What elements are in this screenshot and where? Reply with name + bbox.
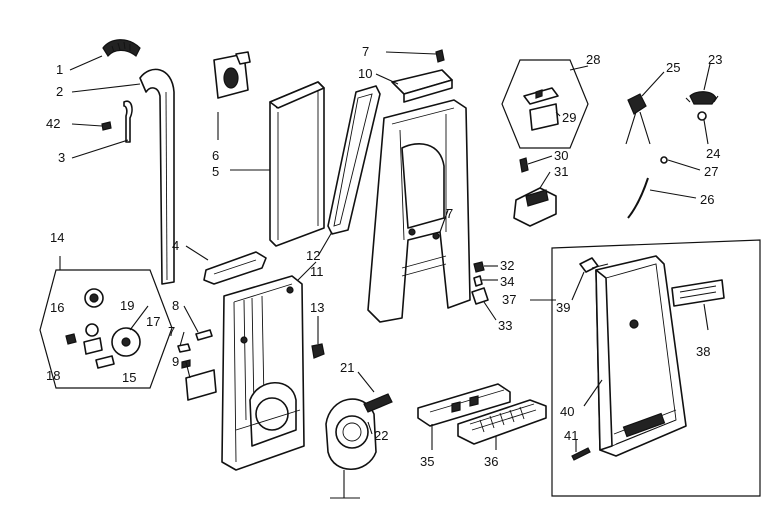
callout-38: 38 (696, 344, 710, 359)
callout-36: 36 (484, 454, 498, 469)
callout-labels: 1 2 42 3 6 5 4 14 16 19 17 18 15 8 7 9 1… (46, 44, 722, 469)
callout-32: 32 (500, 258, 514, 273)
callout-28: 28 (586, 52, 600, 67)
callout-2: 2 (56, 84, 63, 99)
part-23-24-lamp (685, 91, 719, 121)
part-41-strip (571, 447, 591, 461)
leader-lines (59, 51, 711, 452)
callout-24: 24 (706, 146, 720, 161)
callout-21: 21 (340, 360, 354, 375)
callout-41: 41 (564, 428, 578, 443)
part-25-switch (625, 93, 651, 145)
callout-1: 1 (56, 62, 63, 77)
callout-26: 26 (700, 192, 714, 207)
callout-3: 3 (58, 150, 65, 165)
part-32-33-34 (471, 261, 489, 305)
callout-18: 18 (46, 368, 60, 383)
callout-6: 6 (212, 148, 219, 163)
callout-37: 37 (502, 292, 516, 307)
callout-39: 39 (556, 300, 570, 315)
part-40-front-cover (595, 255, 687, 457)
callout-19: 19 (120, 298, 134, 313)
callout-30: 30 (554, 148, 568, 163)
callout-14: 14 (50, 230, 64, 245)
callout-12: 12 (306, 248, 320, 263)
part-36-grille (457, 399, 547, 445)
part-8-7-9-hardware (177, 329, 217, 401)
callout-4: 4 (172, 238, 179, 253)
part-38-nameplate (671, 279, 725, 307)
callout-8: 8 (172, 298, 179, 313)
part-12-gasket (327, 85, 381, 235)
part-42-cord-hook (101, 100, 133, 143)
part-4-bracket (203, 251, 267, 285)
callout-13: 13 (310, 300, 324, 315)
callout-33: 33 (498, 318, 512, 333)
callout-7-mid: 7 (446, 206, 453, 221)
part-10-top-cap (391, 49, 453, 103)
callout-23: 23 (708, 52, 722, 67)
part-28-group (501, 59, 589, 149)
part-6-clip (213, 51, 251, 99)
part-21-22-motor (325, 393, 393, 499)
callout-35: 35 (420, 454, 434, 469)
callout-7-left: 7 (168, 324, 175, 339)
part-14-group (39, 269, 173, 389)
callout-25: 25 (666, 60, 680, 75)
callout-29: 29 (562, 110, 576, 125)
callout-11: 11 (310, 264, 324, 279)
callout-15: 15 (122, 370, 136, 385)
callout-16: 16 (50, 300, 64, 315)
callout-5: 5 (212, 164, 219, 179)
part-39-screw (579, 257, 609, 273)
part-30-31 (513, 157, 557, 227)
callout-42: 42 (46, 116, 60, 131)
callout-40: 40 (560, 404, 574, 419)
part-5-bag-panel (269, 81, 325, 247)
part-central-frame (367, 99, 471, 323)
part-1-handle-grip (102, 39, 141, 58)
callout-9: 9 (172, 354, 179, 369)
part-35-base-bracket (417, 383, 511, 427)
part-26-27 (627, 156, 668, 219)
callout-22: 22 (374, 428, 388, 443)
part-11-rear-housing (221, 275, 305, 471)
part-2-3-handle-tube (139, 68, 175, 285)
part-37-group (551, 239, 761, 497)
callout-7-top: 7 (362, 44, 369, 59)
callout-27: 27 (704, 164, 718, 179)
part-13-fastener (311, 343, 325, 359)
callout-17: 17 (146, 314, 160, 329)
callout-34: 34 (500, 274, 514, 289)
callout-31: 31 (554, 164, 568, 179)
callout-10: 10 (358, 66, 372, 81)
